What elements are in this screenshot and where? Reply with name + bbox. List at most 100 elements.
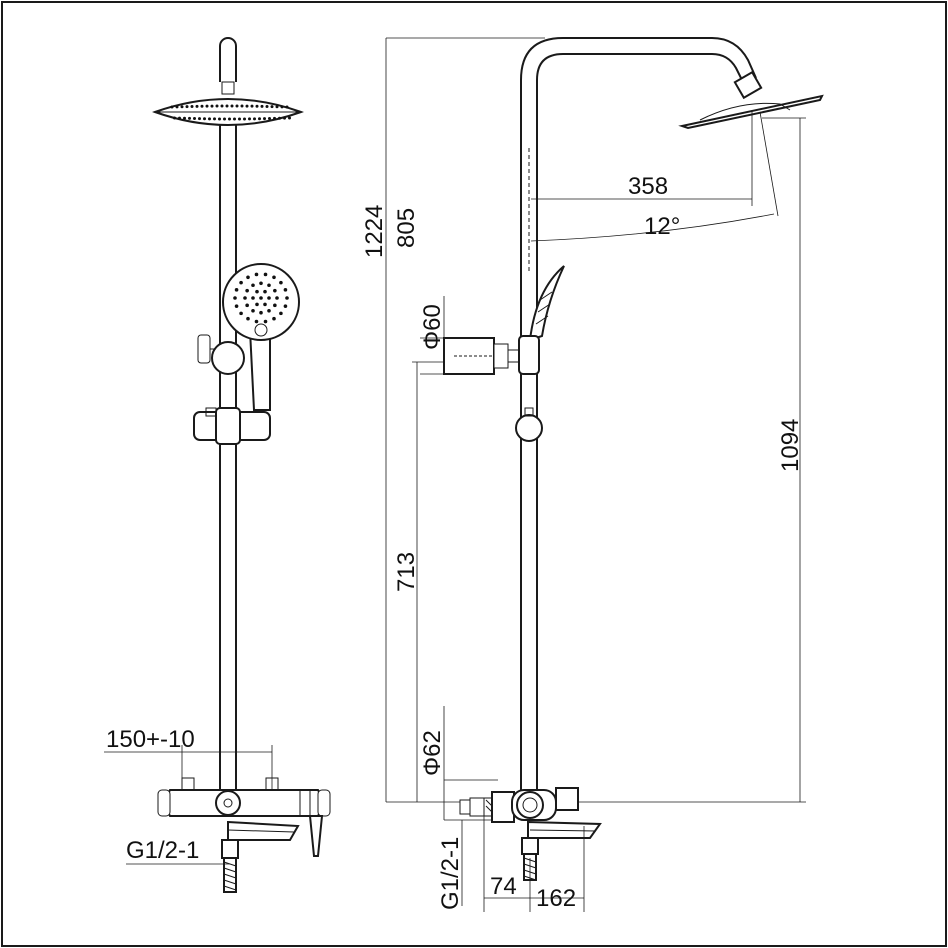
slide-bracket-pin xyxy=(205,407,217,417)
front-holder-knob xyxy=(211,341,245,375)
nozzle-dot xyxy=(210,104,214,108)
nozzle-dot xyxy=(288,116,291,120)
side-view: 358 12° 1094 1224 805 Φ60 713 xyxy=(361,37,824,912)
nozzle-dot xyxy=(272,275,276,280)
nozzle-dot xyxy=(273,116,276,120)
nozzle-dot xyxy=(246,316,250,321)
nozzle-dot xyxy=(263,319,268,324)
nozzle-dot xyxy=(223,117,226,121)
front-view: 150+-10 G1/2-1 xyxy=(104,37,331,893)
nozzle-dot xyxy=(255,302,259,307)
side-slide-ball-cap xyxy=(524,407,534,417)
nozzle-dot xyxy=(218,117,221,121)
nozzle-dot xyxy=(203,117,206,121)
nozzle-dot xyxy=(272,316,276,321)
overhead-height-label: 805 xyxy=(393,208,420,248)
nozzle-dot xyxy=(188,116,191,120)
nozzle-dot xyxy=(283,288,288,292)
nozzle-dot xyxy=(283,304,288,308)
front-inlet-pipe xyxy=(223,857,237,893)
nozzle-dot xyxy=(273,303,277,308)
nozzle-dot xyxy=(239,280,243,285)
nozzle-dot xyxy=(275,296,279,300)
nozzle-dot xyxy=(285,296,289,300)
nozzle-dot xyxy=(251,308,255,313)
nozzle-dot xyxy=(250,104,254,108)
nozzle-dot xyxy=(193,117,196,121)
hand-shower-nozzles xyxy=(233,272,289,324)
side-swivel-joint xyxy=(733,70,763,100)
nozzle-dot xyxy=(279,280,283,285)
side-holder-clamp xyxy=(518,335,540,375)
mixer-eccentric-left xyxy=(181,777,195,791)
nozzle-dot xyxy=(259,296,263,300)
nozzle-dot xyxy=(183,116,186,120)
nozzle-dot xyxy=(230,104,234,108)
side-diverter-inner xyxy=(522,797,538,813)
nozzle-dot xyxy=(263,289,267,294)
diverter-center xyxy=(223,798,233,808)
mixer-lever xyxy=(308,815,324,857)
side-spout-edge xyxy=(529,829,597,832)
nozzle-dot xyxy=(263,302,267,307)
nozzle-dot xyxy=(248,117,251,121)
mixer-diameter-label: Φ62 xyxy=(419,730,446,776)
nozzle-dot xyxy=(205,104,209,108)
nozzle-dot xyxy=(273,288,277,293)
nozzle-dot xyxy=(243,296,247,300)
nozzle-dot xyxy=(245,288,249,293)
nozzle-dot xyxy=(259,310,263,315)
holder-diameter-label: Φ60 xyxy=(419,304,446,350)
nozzle-dot xyxy=(170,105,174,109)
front-inlet-thread xyxy=(223,861,237,891)
nozzle-dot xyxy=(275,105,279,109)
nozzle-dot xyxy=(265,104,269,108)
nozzle-dot xyxy=(220,104,224,108)
nozzle-dot xyxy=(251,296,255,300)
slide-bar-dimension-label: 1094 xyxy=(777,419,804,472)
nozzle-dot xyxy=(255,104,259,108)
nozzle-dot xyxy=(233,296,237,300)
side-thread-label: G1/2-1 xyxy=(437,837,464,910)
nozzle-dot xyxy=(246,275,250,280)
side-bath-spout xyxy=(527,820,602,839)
side-mixer-inlet-body xyxy=(491,791,515,823)
nozzle-dot xyxy=(238,117,241,121)
side-rain-head-dome xyxy=(699,102,791,121)
nozzle-dot xyxy=(243,117,246,121)
slide-bracket-center xyxy=(215,407,241,445)
side-pipe-inner xyxy=(536,53,745,790)
nozzle-dot xyxy=(254,319,259,324)
reach-dimension-label: 358 xyxy=(628,173,668,200)
nozzle-dot xyxy=(270,105,274,109)
angle-dimension-label: 12° xyxy=(644,213,680,240)
side-pipe-outer xyxy=(520,37,757,790)
nozzle-dot xyxy=(233,117,236,121)
dim-arc-angle xyxy=(530,213,775,242)
spout-edge xyxy=(227,829,295,833)
nozzle-dot xyxy=(245,104,249,108)
nozzle-dot xyxy=(175,105,179,109)
nozzle-dot xyxy=(200,104,204,108)
nozzle-dot xyxy=(263,272,268,277)
offset-dimension-label: 74 xyxy=(490,873,517,900)
nozzle-dot xyxy=(173,116,176,120)
front-top-stub xyxy=(219,37,237,82)
nozzle-dot xyxy=(283,116,286,120)
nozzle-dot xyxy=(234,304,239,308)
side-holder-arm xyxy=(493,343,509,369)
side-eccentric xyxy=(469,797,493,817)
nozzle-dot xyxy=(178,116,181,120)
front-swivel-joint xyxy=(221,81,235,95)
nozzle-dot xyxy=(225,104,229,108)
nozzle-dot xyxy=(267,283,271,288)
nozzle-dot xyxy=(278,116,281,120)
rain-head-nozzles xyxy=(170,104,291,121)
nozzle-dot xyxy=(245,303,249,308)
nozzle-dot xyxy=(263,117,266,121)
nozzle-dot xyxy=(190,104,194,108)
nozzle-dot xyxy=(240,104,244,108)
side-hand-shower-face xyxy=(535,291,553,325)
nozzle-dot xyxy=(228,117,231,121)
